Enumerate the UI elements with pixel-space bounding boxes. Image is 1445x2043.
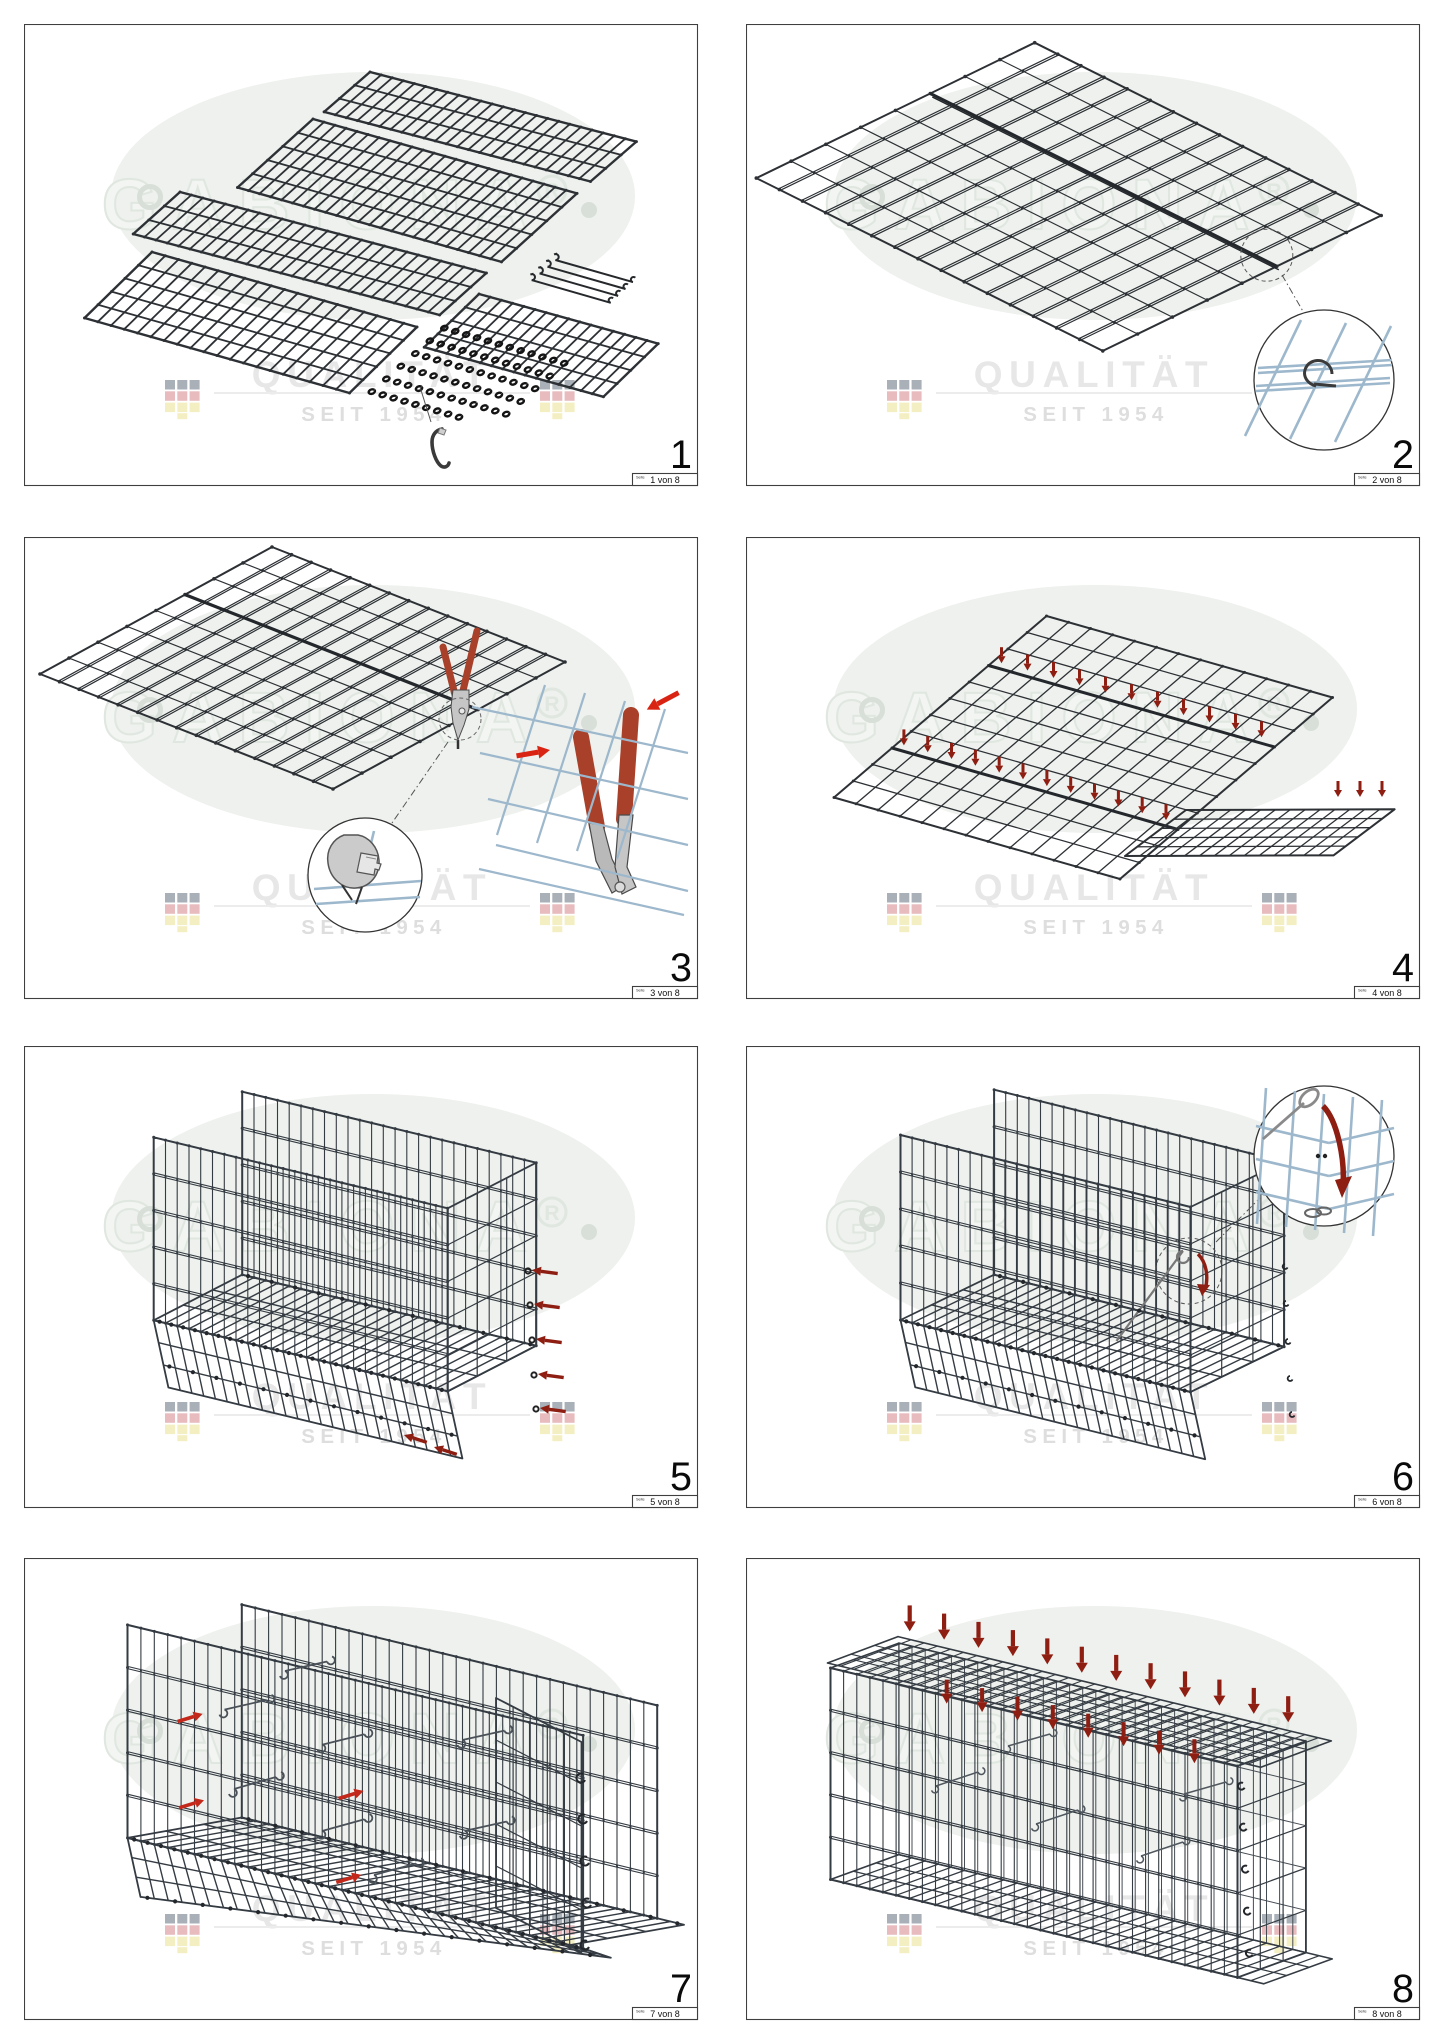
svg-text:Seite: Seite: [1358, 2010, 1367, 2014]
svg-text:8 von 8: 8 von 8: [1372, 2009, 1402, 2019]
svg-text:4 von 8: 4 von 8: [1372, 988, 1402, 998]
svg-text:Seite: Seite: [1358, 1498, 1367, 1502]
svg-text:Seite: Seite: [636, 476, 645, 480]
svg-text:Seite: Seite: [636, 989, 645, 993]
svg-text:3: 3: [670, 946, 692, 990]
svg-text:4: 4: [1392, 946, 1414, 990]
svg-text:7 von 8: 7 von 8: [650, 2009, 680, 2019]
svg-text:1 von 8: 1 von 8: [650, 475, 680, 485]
svg-text:Seite: Seite: [1358, 989, 1367, 993]
svg-text:2: 2: [1392, 433, 1414, 477]
svg-text:8: 8: [1392, 1967, 1414, 2011]
svg-text:Seite: Seite: [1358, 476, 1367, 480]
svg-text:5: 5: [670, 1455, 692, 1499]
svg-text:2 von 8: 2 von 8: [1372, 475, 1402, 485]
svg-text:1: 1: [670, 433, 692, 477]
svg-text:5 von 8: 5 von 8: [650, 1497, 680, 1507]
svg-text:3 von 8: 3 von 8: [650, 988, 680, 998]
svg-text:Seite: Seite: [636, 2010, 645, 2014]
svg-text:6 von 8: 6 von 8: [1372, 1497, 1402, 1507]
svg-text:6: 6: [1392, 1455, 1414, 1499]
svg-text:Seite: Seite: [636, 1498, 645, 1502]
svg-text:7: 7: [670, 1967, 692, 2011]
